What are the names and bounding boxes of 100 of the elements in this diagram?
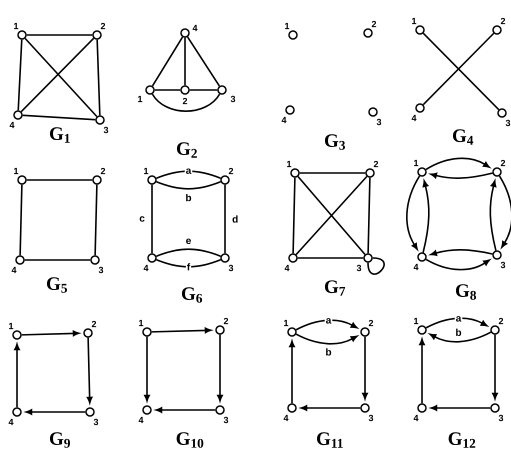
- edge-line: [24, 259, 90, 261]
- edge-label: b: [326, 348, 332, 356]
- edge-line: [292, 178, 296, 254]
- arrow: [144, 336, 150, 402]
- arrow: [426, 158, 490, 170]
- edge-label: c: [140, 216, 145, 222]
- vertex-number: 2: [368, 320, 374, 326]
- vertex-number: 3: [224, 416, 228, 424]
- edge-line: [151, 184, 153, 254]
- vertex-number: 3: [506, 120, 510, 126]
- vertex-number: 2: [500, 18, 506, 24]
- edge-line: [19, 184, 23, 256]
- edge-line: [367, 178, 371, 254]
- arrow: [419, 338, 425, 404]
- arrow: [422, 180, 430, 253]
- vertex-number: 3: [98, 266, 104, 274]
- graph-name: G$_{10}$: [176, 432, 204, 448]
- edge-line: [17, 40, 23, 110]
- graph-name: G$_{2}$: [176, 142, 197, 158]
- graph-name: G$_{5}$: [46, 277, 67, 293]
- vertex-number: 3: [500, 262, 506, 268]
- vertex-number: 4: [282, 116, 286, 124]
- edge-label: b: [456, 328, 462, 336]
- edge-line: [186, 36, 220, 86]
- graph-name: G$_{3}$: [324, 134, 346, 150]
- edge-line: [156, 248, 221, 257]
- edge-line: [152, 36, 184, 86]
- arrow: [86, 338, 93, 404]
- vertex-number: 3: [356, 264, 362, 272]
- edge-line: [156, 170, 221, 179]
- graph-name: G$_{8}$: [456, 284, 476, 300]
- edge-label: a: [184, 167, 192, 175]
- arrow: [426, 317, 488, 328]
- edge-line: [26, 179, 92, 181]
- vertex-number: 2: [92, 320, 96, 328]
- vertex-number: 1: [139, 320, 144, 326]
- edge-line: [298, 257, 364, 259]
- edge-line: [154, 89, 180, 91]
- graph-name: G$_{4}$: [452, 129, 474, 145]
- arrow: [430, 249, 493, 256]
- edge-line: [190, 89, 218, 91]
- graph-name: G$_{11}$: [317, 432, 343, 448]
- arrow: [490, 180, 497, 251]
- vertex-number: 4: [144, 264, 148, 272]
- edge-line: [224, 184, 226, 254]
- vertex-number: 3: [368, 414, 374, 422]
- vertex-number: 1: [14, 22, 18, 30]
- vertex-number: 4: [414, 264, 418, 270]
- vertex-number: 2: [182, 98, 188, 104]
- graph-name: G$_{12}$: [448, 432, 476, 448]
- vertex-number: 1: [138, 96, 142, 102]
- vertex-number: 3: [376, 118, 382, 126]
- arrow: [498, 176, 511, 248]
- arrow: [26, 409, 86, 415]
- arrow: [430, 172, 493, 179]
- edge-label: a: [324, 317, 332, 325]
- arrow: [296, 319, 358, 330]
- arrow: [430, 332, 492, 343]
- vertex-number: 2: [228, 168, 234, 174]
- edge-line: [300, 172, 366, 174]
- vertex-number: 1: [14, 168, 18, 174]
- vertex-number: 4: [192, 24, 198, 32]
- edge-line: [94, 184, 98, 256]
- vertex-number: 3: [498, 414, 504, 422]
- arrow: [296, 334, 358, 345]
- vertex-number: 2: [372, 20, 376, 28]
- edge-label: d: [232, 215, 238, 223]
- vertex-number: 2: [100, 22, 106, 30]
- vertex-number: 2: [100, 168, 106, 174]
- arrow: [430, 405, 490, 411]
- arrow: [492, 334, 498, 400]
- vertex-number: 4: [138, 416, 144, 424]
- arrow: [289, 340, 295, 404]
- edge-line: [156, 181, 221, 190]
- arrow: [217, 334, 223, 402]
- vertex-number: 3: [94, 418, 98, 426]
- vertex-number: 1: [144, 168, 148, 174]
- edge-label: b: [186, 194, 192, 202]
- edge-line: [152, 94, 220, 112]
- vertex-number: 3: [230, 96, 236, 102]
- vertex-number: 1: [9, 322, 14, 330]
- vertex-number: 4: [284, 264, 290, 272]
- vertex-number: 1: [287, 160, 292, 168]
- arrow: [426, 258, 490, 270]
- vertex-number: 1: [285, 22, 290, 30]
- edge-line: [96, 40, 101, 116]
- edge-line: [367, 257, 385, 275]
- edge-line: [156, 259, 221, 268]
- edge-label: e: [186, 238, 191, 244]
- edge-line: [26, 34, 92, 36]
- arrow: [300, 405, 360, 411]
- arrow: [22, 330, 80, 336]
- vertex-number: 1: [284, 320, 288, 326]
- graph-name: G$_{6}$: [182, 287, 202, 303]
- vertex-number: 3: [228, 264, 234, 272]
- edge-line: [184, 38, 186, 86]
- graph-name: G$_{1}$: [50, 127, 70, 143]
- edge-label: f: [186, 262, 192, 272]
- vertex-number: 3: [104, 126, 108, 134]
- vertex-number: 4: [412, 114, 416, 122]
